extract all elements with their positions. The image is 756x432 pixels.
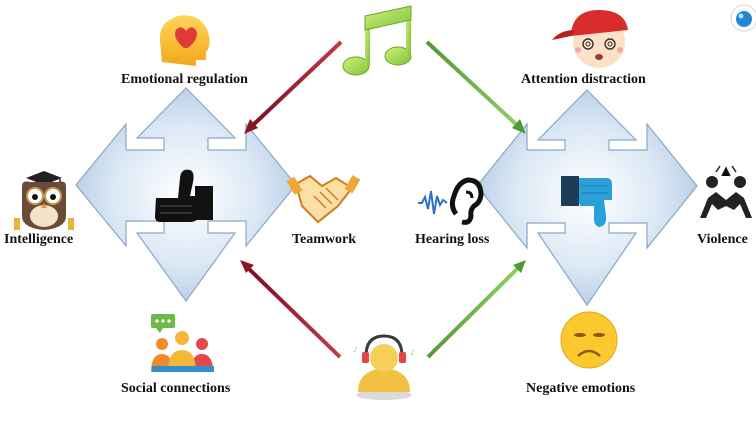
label-intelligence: Intelligence: [4, 232, 74, 247]
sad-face-icon: [560, 311, 618, 369]
group-chat-icon: [151, 314, 214, 372]
handshake-icon: [286, 174, 361, 224]
label-social-connections: Social connections: [121, 381, 231, 396]
svg-text:♪: ♪: [353, 346, 357, 354]
label-hearing-loss: Hearing loss: [415, 232, 490, 247]
thumbs-down-icon: [561, 176, 612, 227]
dizzy-face-icon: [552, 10, 628, 68]
ear-soundwave-icon: [418, 177, 484, 225]
corner-badge-icon: [730, 4, 756, 32]
head-heart-icon: [159, 15, 210, 67]
label-negative-emotions: Negative emotions: [526, 381, 636, 396]
arrow-headphones-to-negative: [426, 260, 526, 359]
label-attention-distraction: Attention distraction: [521, 72, 646, 87]
label-emotional-regulation: Emotional regulation: [121, 72, 248, 87]
music-note-icon: [342, 5, 412, 76]
svg-text:♪: ♪: [410, 348, 415, 357]
fighting-icon: [700, 165, 752, 218]
thumbs-up-icon: [155, 169, 213, 222]
arrow-music-to-positive: [244, 40, 343, 134]
headphones-listener-icon: ♪ ♪: [353, 334, 415, 400]
arrow-music-to-negative: [425, 40, 526, 134]
label-teamwork: Teamwork: [292, 232, 357, 247]
arrow-headphones-to-positive: [240, 260, 342, 359]
label-violence: Violence: [697, 232, 748, 247]
owl-graduate-icon: [14, 171, 74, 230]
